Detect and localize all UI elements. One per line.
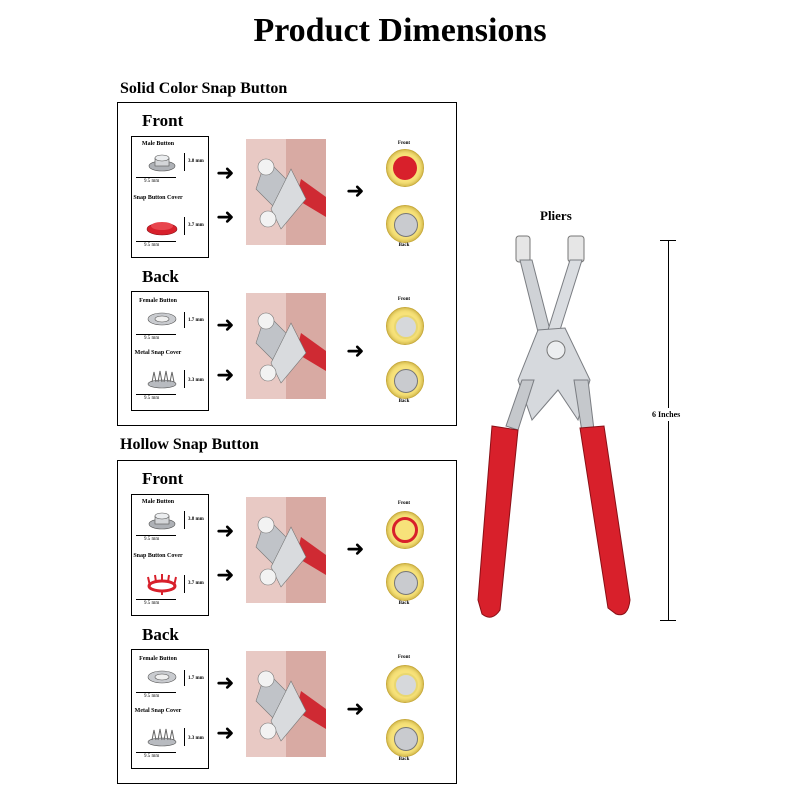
arrow-icon: ➜ [216,563,235,588]
width-dim: 9.5 mm [144,396,160,401]
red-cap-icon [146,222,178,236]
back-label: Back [142,267,179,286]
front-spec-box: Male Button 3.8 mm 9.5 mm Snap Button Co… [131,136,209,258]
height-dim: 3.8 mm [188,517,204,522]
female-button-icon [147,670,177,684]
result-back-circle [386,719,424,757]
hollow-snap-panel: Front Male Button 3.8 mm 9.5 mm Snap But… [117,460,457,784]
arrow-icon: ➜ [216,721,235,746]
width-dim: 9.5 mm [144,336,160,341]
spec-item-name: Male Button [141,141,175,147]
result-front-label: Front [397,297,411,302]
pliers-closeup-photo [246,497,326,603]
pliers-image [477,235,631,618]
result-front-circle [386,307,424,345]
pliers-length-label: 6 Inches [652,408,681,421]
front-label: Front [142,469,184,488]
height-dim: 3.7 mm [188,223,204,228]
result-back-circle [386,361,424,399]
arrow-icon: ➜ [346,697,365,722]
arrow-icon: ➜ [216,205,235,230]
spec-item-name: Female Button [139,656,177,662]
result-back-circle [386,563,424,601]
back-label: Back [142,625,179,644]
height-dim: 1.7 mm [188,318,204,323]
height-dim: 3.3 mm [188,378,204,383]
arrow-icon: ➜ [216,363,235,388]
red-prong-ring-icon [147,574,177,595]
height-dim: 3.7 mm [188,581,204,586]
result-back-label: Back [398,399,410,404]
width-dim: 9.5 mm [144,694,160,699]
arrow-icon: ➜ [346,537,365,562]
pliers-closeup-photo [246,139,326,245]
result-back-circle [386,205,424,243]
prong-ring-icon [147,370,177,389]
spec-item-name: Snap Button Cover [133,195,183,201]
width-dim: 9.5 mm [144,243,160,248]
result-front-label: Front [397,501,411,506]
front-spec-box: Male Button 3.8 mm 9.5 mm Snap Button Co… [131,494,209,616]
height-dim: 3.3 mm [188,736,204,741]
result-back-label: Back [398,243,410,248]
back-spec-box: Female Button 1.7 mm 9.5 mm Metal Snap C… [131,291,209,411]
result-front-circle [386,511,424,549]
arrow-icon: ➜ [216,519,235,544]
arrow-icon: ➜ [216,161,235,186]
section-title-hollow: Hollow Snap Button [120,436,259,453]
arrow-icon: ➜ [346,179,365,204]
width-dim: 9.5 mm [144,601,160,606]
result-front-label: Front [397,655,411,660]
page-title: Product Dimensions [253,12,547,49]
spec-item-name: Metal Snap Cover [134,708,182,714]
pliers-closeup-photo [246,293,326,399]
measure-cap-top [660,240,676,241]
solid-snap-panel: Front Male Button 3.8 mm 9.5 mm Snap But… [117,102,457,426]
section-title-solid: Solid Color Snap Button [120,80,288,97]
height-dim: 1.7 mm [188,676,204,681]
width-dim: 9.5 mm [144,179,160,184]
width-dim: 9.5 mm [144,754,160,759]
measure-cap-bottom [660,620,676,621]
result-front-circle [386,149,424,187]
spec-item-name: Snap Button Cover [133,553,183,559]
spec-item-name: Metal Snap Cover [134,350,182,356]
back-spec-box: Female Button 1.7 mm 9.5 mm Metal Snap C… [131,649,209,769]
height-dim: 3.8 mm [188,159,204,164]
male-button-icon [148,154,176,172]
result-front-label: Front [397,141,411,146]
spec-item-name: Male Button [141,499,175,505]
prong-ring-icon [147,728,177,747]
width-dim: 9.5 mm [144,537,160,542]
pliers-label: Pliers [540,208,572,223]
measure-line [668,240,669,620]
result-back-label: Back [398,601,410,606]
male-button-icon [148,512,176,530]
female-button-icon [147,312,177,326]
arrow-icon: ➜ [346,339,365,364]
arrow-icon: ➜ [216,671,235,696]
result-front-circle [386,665,424,703]
front-label: Front [142,111,184,130]
spec-item-name: Female Button [139,298,177,304]
pliers-closeup-photo [246,651,326,757]
arrow-icon: ➜ [216,313,235,338]
result-back-label: Back [398,757,410,762]
